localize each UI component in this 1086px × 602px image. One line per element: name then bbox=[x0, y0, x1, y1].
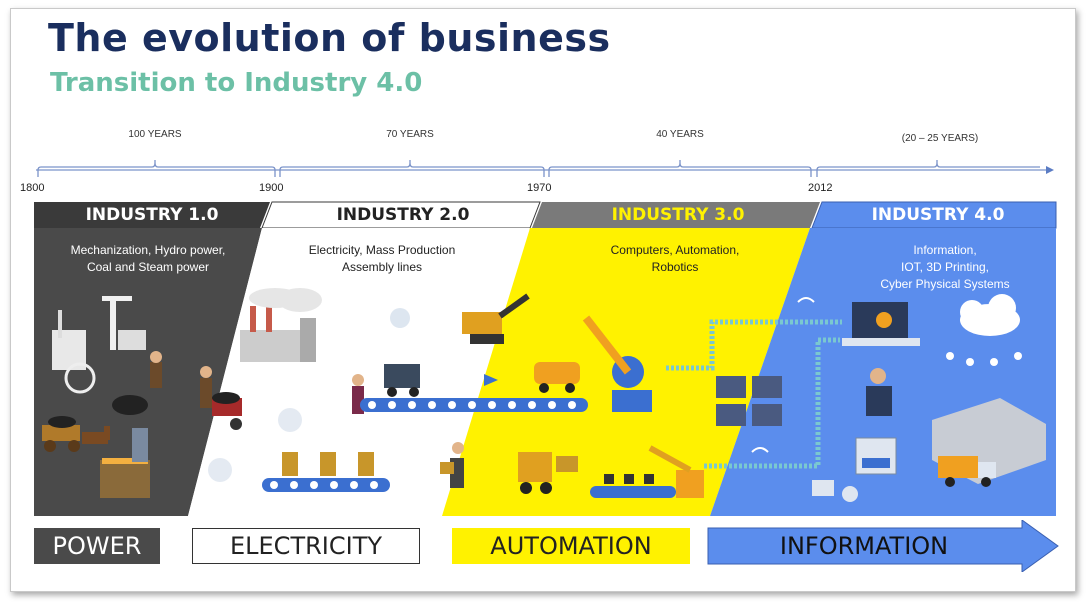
description-line: Information, bbox=[860, 242, 1030, 259]
description-line: Electricity, Mass Production bbox=[292, 242, 472, 259]
coal-pile-icon bbox=[112, 395, 148, 415]
description-line: Assembly lines bbox=[292, 259, 472, 276]
description-line: IOT, 3D Printing, bbox=[860, 259, 1030, 276]
header-industry-3: INDUSTRY 3.0 bbox=[542, 202, 814, 228]
tank-icon bbox=[132, 428, 148, 462]
laborer-icon bbox=[200, 366, 212, 408]
era-power: POWER bbox=[34, 528, 160, 564]
header-industry-1: INDUSTRY 1.0 bbox=[34, 202, 270, 228]
description-industry-4: Information, IOT, 3D Printing, Cyber Phy… bbox=[860, 242, 1030, 293]
description-line: Coal and Steam power bbox=[58, 259, 238, 276]
worker-icon bbox=[150, 351, 162, 388]
header-industry-2: INDUSTRY 2.0 bbox=[272, 202, 534, 228]
description-line: Cyber Physical Systems bbox=[860, 276, 1030, 293]
furnace-icon bbox=[100, 458, 150, 498]
description-line: Mechanization, Hydro power, bbox=[58, 242, 238, 259]
era-electricity: ELECTRICITY bbox=[192, 528, 420, 564]
description-industry-3: Computers, Automation, Robotics bbox=[590, 242, 760, 276]
description-industry-1: Mechanization, Hydro power, Coal and Ste… bbox=[58, 242, 238, 276]
3d-printer-icon bbox=[856, 438, 896, 474]
era-information: INFORMATION bbox=[706, 528, 1022, 564]
description-industry-2: Electricity, Mass Production Assembly li… bbox=[292, 242, 472, 276]
era-automation: AUTOMATION bbox=[452, 528, 690, 564]
header-industry-4: INDUSTRY 4.0 bbox=[820, 202, 1056, 228]
description-line: Computers, Automation, bbox=[590, 242, 760, 259]
description-line: Robotics bbox=[590, 259, 760, 276]
conveyor-belt-upper-icon bbox=[360, 398, 588, 412]
